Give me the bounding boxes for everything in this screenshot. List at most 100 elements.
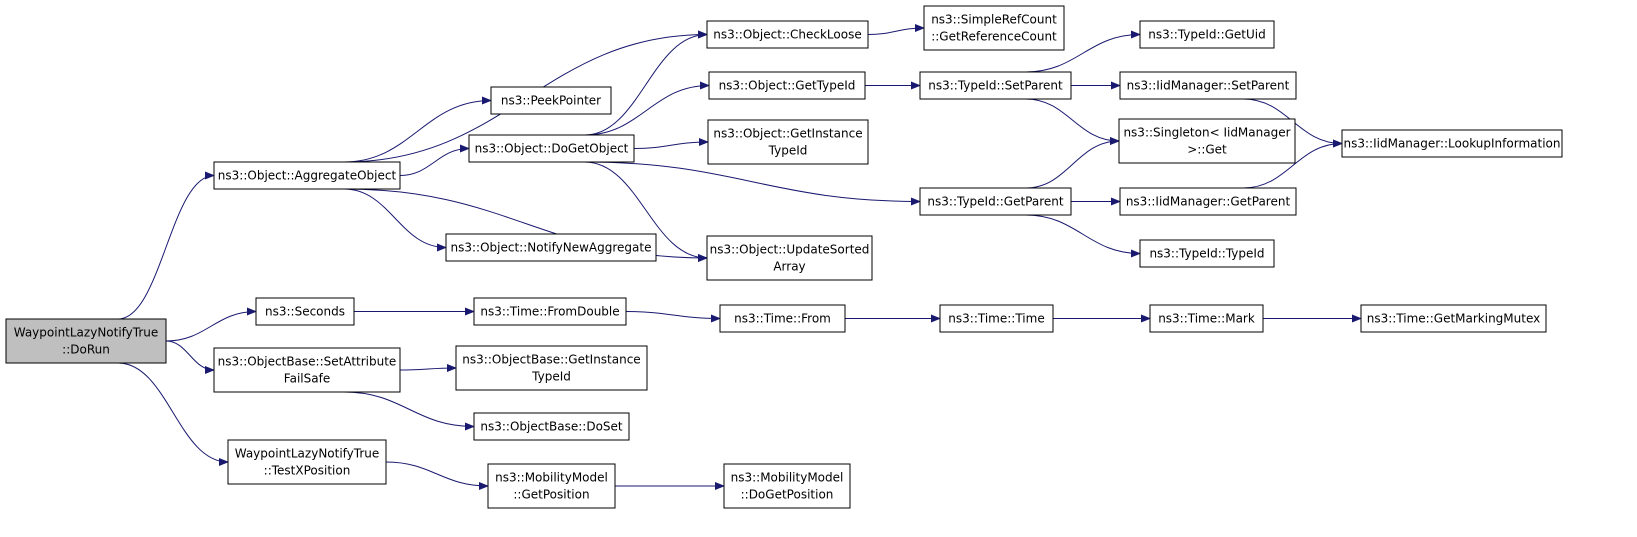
node-label: ns3::Object::UpdateSorted — [710, 243, 870, 257]
node-box — [706, 20, 869, 49]
node-peek[interactable]: ns3::PeekPointer — [490, 86, 612, 115]
edge-dogetobj-to-updsorted — [584, 161, 708, 262]
edge-dogetobj-to-tidgetparent — [584, 161, 921, 206]
node-label: ns3::PeekPointer — [501, 94, 601, 108]
edge-root-to-setattr — [165, 340, 215, 374]
node-from[interactable]: ns3::Time::From — [719, 304, 846, 333]
edge-testx-to-mmgetpos — [385, 461, 489, 490]
node-label: ns3::ObjectBase::SetAttribute — [218, 355, 397, 369]
node-label: ns3::Seconds — [265, 305, 345, 319]
edge-aggregate-to-notifynew — [344, 188, 447, 252]
node-box — [213, 161, 401, 190]
edge-tidgetparent-to-singleton — [1025, 137, 1120, 189]
edge-root-to-testx — [117, 362, 229, 466]
node-singleton[interactable]: ns3::Singleton< IidManager>::Get — [1118, 118, 1296, 164]
edge-tidsetparent-to-singleton — [1025, 98, 1120, 145]
node-label: ns3::ObjectBase::GetInstance — [462, 353, 640, 367]
node-label: ns3::Object::DoGetObject — [475, 142, 629, 156]
node-label: ns3::Object::AggregateObject — [218, 169, 397, 183]
node-getrefcount[interactable]: ns3::SimpleRefCount::GetReferenceCount — [923, 5, 1065, 51]
node-label: ns3::Object::CheckLoose — [713, 28, 861, 42]
edge-dogetobj-to-gettypeid — [584, 81, 710, 136]
node-fromdouble[interactable]: ns3::Time::FromDouble — [473, 297, 627, 326]
node-gettypeid[interactable]: ns3::Object::GetTypeId — [708, 71, 866, 100]
node-label: ns3::SimpleRefCount — [931, 13, 1057, 27]
edge-dogetobj-to-checkloose — [584, 30, 708, 136]
node-box — [487, 463, 616, 509]
node-label: ::GetReferenceCount — [931, 30, 1057, 44]
node-box — [1360, 304, 1547, 333]
node-box — [939, 304, 1054, 333]
node-label: ns3::Object::GetInstance — [713, 127, 862, 141]
node-label: FailSafe — [284, 372, 330, 386]
node-box — [707, 119, 869, 165]
node-box — [708, 71, 866, 100]
node-label: WaypointLazyNotifyTrue — [14, 326, 159, 340]
node-tidgetparent[interactable]: ns3::TypeId::GetParent — [919, 187, 1072, 216]
node-box — [719, 304, 846, 333]
node-label: ns3::Time::From — [734, 312, 831, 326]
edge-dogetobj-to-getinsttype — [633, 138, 709, 149]
node-box — [473, 297, 627, 326]
node-box — [227, 439, 387, 485]
node-testx[interactable]: WaypointLazyNotifyTrue::TestXPosition — [227, 439, 387, 485]
node-getmutex[interactable]: ns3::Time::GetMarkingMutex — [1360, 304, 1547, 333]
node-getuid[interactable]: ns3::TypeId::GetUid — [1139, 20, 1275, 49]
node-box — [1139, 239, 1275, 268]
node-label: >::Get — [1187, 143, 1227, 157]
node-box — [1119, 187, 1297, 216]
node-notifynew[interactable]: ns3::Object::NotifyNewAggregate — [445, 233, 657, 262]
edge-setattr-to-doset — [344, 391, 475, 431]
edge-tidgetparent-to-tidtypeid — [1025, 214, 1141, 258]
node-label: TypeId — [531, 370, 571, 384]
node-lookup[interactable]: ns3::IidManager::LookupInformation — [1341, 129, 1563, 158]
node-iidgetparent[interactable]: ns3::IidManager::GetParent — [1119, 187, 1297, 216]
node-label: ns3::TypeId::TypeId — [1149, 247, 1264, 261]
node-label: ::DoGetPosition — [741, 488, 834, 502]
node-label: ::GetPosition — [513, 488, 589, 502]
nodes: WaypointLazyNotifyTrue::DoRunns3::Object… — [5, 5, 1563, 509]
node-label: ns3::Time::Time — [948, 312, 1044, 326]
node-box — [919, 187, 1072, 216]
node-box — [455, 345, 648, 391]
node-box — [213, 347, 401, 393]
edge-aggregate-to-peek — [344, 96, 492, 163]
node-box — [919, 71, 1072, 100]
node-box — [723, 463, 851, 509]
node-label: ns3::Object::NotifyNewAggregate — [451, 241, 652, 255]
edge-root-to-aggregate — [117, 171, 215, 320]
node-tidtypeid[interactable]: ns3::TypeId::TypeId — [1139, 239, 1275, 268]
node-root[interactable]: WaypointLazyNotifyTrue::DoRun — [5, 318, 167, 364]
node-tidsetparent[interactable]: ns3::TypeId::SetParent — [919, 71, 1072, 100]
edge-checkloose-to-getrefcount — [867, 24, 925, 35]
node-label: ns3::IidManager::LookupInformation — [1344, 137, 1561, 151]
node-label: ns3::MobilityModel — [495, 471, 608, 485]
node-label: WaypointLazyNotifyTrue — [235, 447, 380, 461]
node-iidsetparent[interactable]: ns3::IidManager::SetParent — [1119, 71, 1297, 100]
node-box — [445, 233, 657, 262]
edge-iidgetparent-to-lookup — [1243, 139, 1343, 189]
node-box — [1139, 20, 1275, 49]
node-label: ns3::IidManager::GetParent — [1126, 195, 1291, 209]
node-label: TypeId — [768, 144, 808, 158]
edge-root-to-seconds — [165, 307, 257, 342]
node-mmgetpos[interactable]: ns3::MobilityModel::GetPosition — [487, 463, 616, 509]
node-seconds[interactable]: ns3::Seconds — [255, 297, 355, 326]
node-label: ns3::IidManager::SetParent — [1127, 79, 1290, 93]
node-label: ns3::TypeId::GetUid — [1148, 28, 1266, 42]
node-doset[interactable]: ns3::ObjectBase::DoSet — [473, 412, 630, 441]
node-dogetobj[interactable]: ns3::Object::DoGetObject — [468, 134, 635, 163]
node-mmdogetpos[interactable]: ns3::MobilityModel::DoGetPosition — [723, 463, 851, 509]
node-checkloose[interactable]: ns3::Object::CheckLoose — [706, 20, 869, 49]
node-timetime[interactable]: ns3::Time::Time — [939, 304, 1054, 333]
edge-tidsetparent-to-getuid — [1025, 30, 1141, 73]
node-label: ns3::ObjectBase::DoSet — [480, 420, 623, 434]
node-mark[interactable]: ns3::Time::Mark — [1149, 304, 1264, 333]
node-label: ns3::Time::GetMarkingMutex — [1367, 312, 1541, 326]
node-aggregate[interactable]: ns3::Object::AggregateObject — [213, 161, 401, 190]
